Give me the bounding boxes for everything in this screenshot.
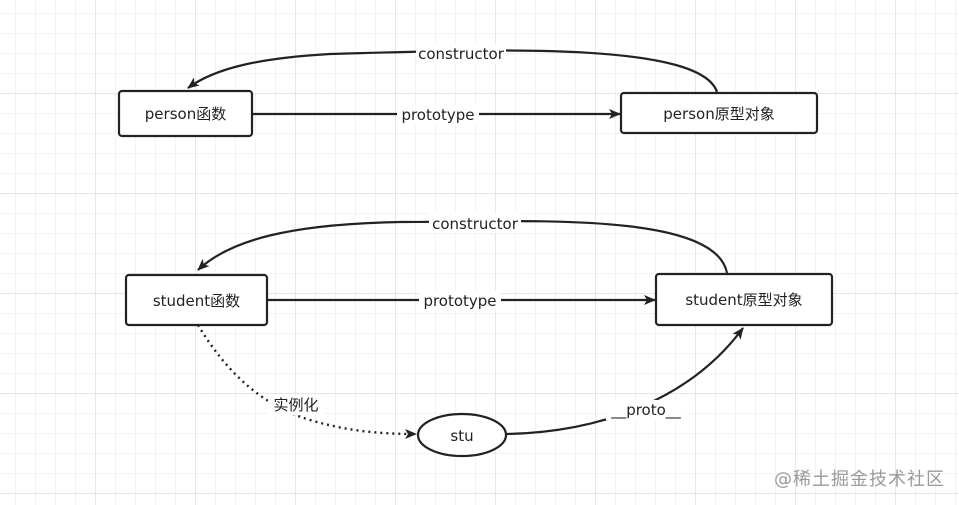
edge-label-person-prototype: prototype (401, 106, 474, 124)
label-bg (268, 395, 324, 415)
edge-person-constructor (187, 49, 719, 93)
edge-label-proto: __proto__ (610, 401, 681, 420)
node-label-person-prototype: person原型对象 (663, 105, 774, 123)
edge-student-constructor (197, 220, 729, 274)
node-person-function (117, 89, 254, 138)
node-label-student-function: student函数 (153, 292, 240, 310)
node-label-stu: stu (450, 427, 473, 445)
label-bg (419, 291, 501, 311)
edge-label-instantiate: 实例化 (273, 396, 318, 414)
label-bg (429, 213, 521, 233)
edge-instantiate (196, 324, 417, 439)
watermark: @稀土掘金技术社区 (774, 469, 945, 490)
edge-label-person-constructor: constructor (418, 45, 505, 63)
node-label-person-function: person函数 (145, 105, 226, 123)
label-bg (397, 105, 479, 125)
node-stu (416, 412, 508, 458)
node-person-prototype (619, 91, 819, 135)
label-bg (606, 400, 686, 420)
edge-label-student-constructor: constructor (432, 215, 519, 233)
edge-label-student-prototype: prototype (423, 292, 496, 310)
label-bg (416, 44, 506, 64)
node-student-function (124, 273, 269, 327)
node-student-prototype (654, 272, 834, 327)
node-label-student-prototype: student原型对象 (685, 291, 802, 309)
